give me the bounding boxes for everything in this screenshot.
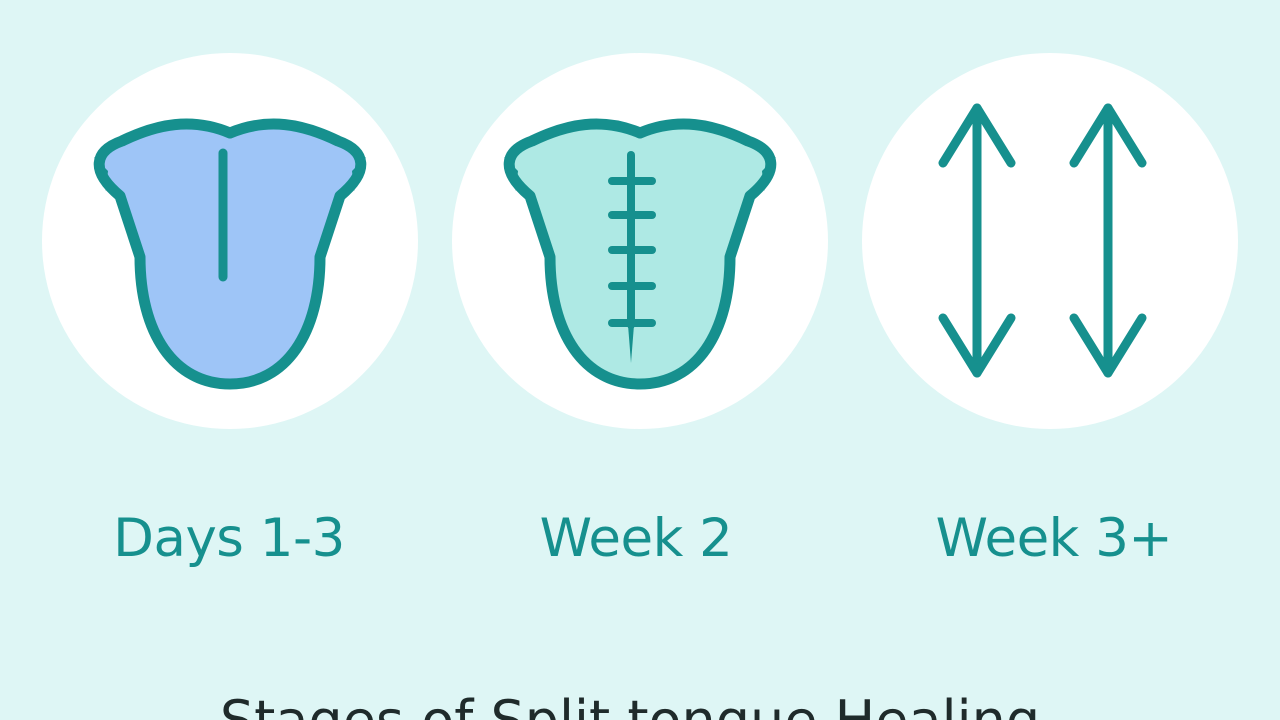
- tongue-corner-right: [352, 157, 366, 191]
- tongue-shape: [503, 118, 777, 390]
- stitched-tongue-icon: [503, 118, 777, 390]
- stage-3-label: Week 3+: [935, 508, 1173, 569]
- tongue-corner-right: [762, 157, 776, 191]
- tongue-corner-left: [504, 157, 518, 191]
- seam-tip: [628, 325, 634, 363]
- tongue-shape: [93, 118, 367, 390]
- stage-2-circle: [452, 53, 828, 429]
- double-arrows-icon: [938, 103, 1147, 378]
- stage-1-label: Days 1-3: [113, 508, 345, 569]
- arrow-right: [1069, 103, 1147, 378]
- arrow-left: [938, 103, 1016, 378]
- tongue-corner-left: [94, 157, 108, 191]
- stage-2-label: Week 2: [539, 508, 733, 569]
- page-title: Stages of Split tongue Healing: [0, 686, 1260, 720]
- stage-3-circle: [862, 53, 1238, 429]
- split-tongue-icon: [93, 118, 367, 390]
- stage-1-circle: [42, 53, 418, 429]
